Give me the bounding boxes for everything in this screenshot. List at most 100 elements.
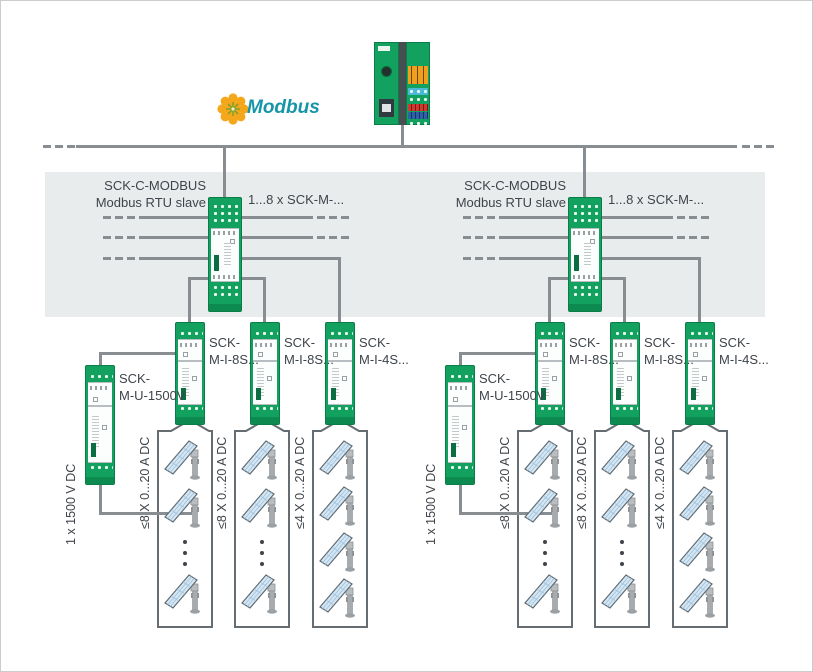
solar-panel-icon <box>522 572 568 618</box>
micro-print <box>92 415 99 447</box>
micro-print <box>452 415 459 447</box>
label-line: M-I-8S... <box>284 352 334 367</box>
solar-panel-icon <box>522 486 568 532</box>
gateway-module-icon <box>208 197 242 312</box>
string-line-into-box <box>459 512 552 515</box>
module-face <box>613 361 637 405</box>
solar-panel-icon <box>599 438 645 484</box>
module-base <box>536 417 564 424</box>
label-line: M-I-8S... <box>569 352 619 367</box>
plc-cpu-body <box>374 42 399 125</box>
symbol-mark <box>258 352 263 357</box>
solar-panel-icon <box>677 576 723 622</box>
terminal-marks <box>213 231 237 235</box>
array-current-label: ≤8 X 0...20 A DC <box>575 436 589 529</box>
solar-panel-icon <box>317 484 363 530</box>
io-module-label: SCK- M-I-8S... <box>209 334 259 368</box>
solar-panel-icon <box>317 438 363 484</box>
module-face <box>448 406 472 463</box>
brand-mark <box>574 255 579 271</box>
string-voltage-label: 1 x 1500 V DC <box>64 463 78 545</box>
rs485-dashes <box>103 257 135 260</box>
io-module-icon <box>325 322 355 425</box>
array-current-label: ≤4 X 0...20 A DC <box>293 436 307 529</box>
io-module-icon <box>250 322 280 425</box>
voltage-module-icon <box>85 365 115 485</box>
micro-print <box>182 368 189 396</box>
terminal-marks <box>573 275 597 279</box>
micro-print <box>542 368 549 396</box>
rs485-zone-band <box>45 172 765 317</box>
ellipsis-dot <box>260 551 264 555</box>
symbol-mark <box>342 376 347 381</box>
symbol-mark <box>462 425 467 430</box>
rs485-dashes <box>317 216 349 219</box>
terminal-dots <box>689 405 713 413</box>
solar-panel-icon <box>522 438 568 484</box>
ellipsis-dot <box>260 562 264 566</box>
symbol-mark <box>453 397 458 402</box>
rs485-dashes <box>463 257 495 260</box>
symbol-mark <box>333 352 338 357</box>
ellipsis-dot <box>620 551 624 555</box>
rs485-dashes <box>317 236 349 239</box>
solar-panel-icon <box>239 486 285 532</box>
brand-mark <box>541 388 546 400</box>
gateway-name: SCK-C-MODBUS <box>464 178 566 193</box>
rs485-dashes <box>103 216 135 219</box>
terminal-marks <box>213 275 237 279</box>
terminal-dots <box>539 405 563 413</box>
solar-panel-icon <box>599 486 645 532</box>
solar-panel-icon <box>677 530 723 576</box>
terminal-dots <box>329 330 353 338</box>
modbus-bus-line <box>76 145 737 148</box>
terminal-dots <box>614 405 638 413</box>
plc-ethernet-jack <box>382 104 391 112</box>
symbol-mark <box>702 376 707 381</box>
brand-mark <box>91 443 96 457</box>
ellipsis-dot <box>620 562 624 566</box>
plc-io-terminals <box>406 42 430 125</box>
plc-cyan-terminals <box>408 88 428 95</box>
terminal-dots <box>614 330 638 338</box>
brand-mark <box>214 255 219 271</box>
io-module-label: SCK- M-I-8S... <box>569 334 619 368</box>
plc-ethernet-port <box>379 99 394 117</box>
gateway-role: Modbus RTU slave <box>95 195 206 210</box>
gateway-label: SCK-C-MODBUS Modbus RTU slave <box>56 177 206 211</box>
micro-print <box>224 241 231 265</box>
io-module-label: SCK- M-I-8S... <box>284 334 334 368</box>
io-module-icon <box>610 322 640 425</box>
brand-mark <box>616 388 621 400</box>
module-face <box>571 228 599 282</box>
rs485-dashes <box>103 236 135 239</box>
label-line: M-U-1500V <box>119 388 186 403</box>
array-current-label: ≤8 X 0...20 A DC <box>138 436 152 529</box>
gateway-drop-line <box>223 145 226 198</box>
symbol-mark <box>93 397 98 402</box>
micro-print <box>617 368 624 396</box>
voltage-module-label: SCK- M-U-1500V <box>119 370 185 404</box>
terminal-marks <box>330 343 350 347</box>
terminal-dots <box>179 330 203 338</box>
string-line-top <box>99 352 176 355</box>
terminal-dots <box>89 373 113 381</box>
module-face <box>688 339 712 361</box>
module-face <box>253 339 277 361</box>
module-face <box>88 382 112 406</box>
string-line-top <box>459 352 536 355</box>
terminal-marks <box>540 343 560 347</box>
module-base <box>209 304 241 311</box>
ellipsis-dot <box>543 551 547 555</box>
array-current-label: ≤8 X 0...20 A DC <box>498 436 512 529</box>
voltage-module-icon <box>445 365 475 485</box>
ellipsis-dot <box>260 540 264 544</box>
io-module-label: SCK- M-I-4S... <box>359 334 409 368</box>
gateway-label: SCK-C-MODBUS Modbus RTU slave <box>416 177 566 211</box>
expansion-label: 1...8 x SCK-M-... <box>248 192 345 207</box>
ellipsis-dot <box>543 562 547 566</box>
terminal-marks <box>690 343 710 347</box>
io-module-label: SCK- M-I-8S... <box>644 334 694 368</box>
plc-white-terminals <box>408 96 428 103</box>
